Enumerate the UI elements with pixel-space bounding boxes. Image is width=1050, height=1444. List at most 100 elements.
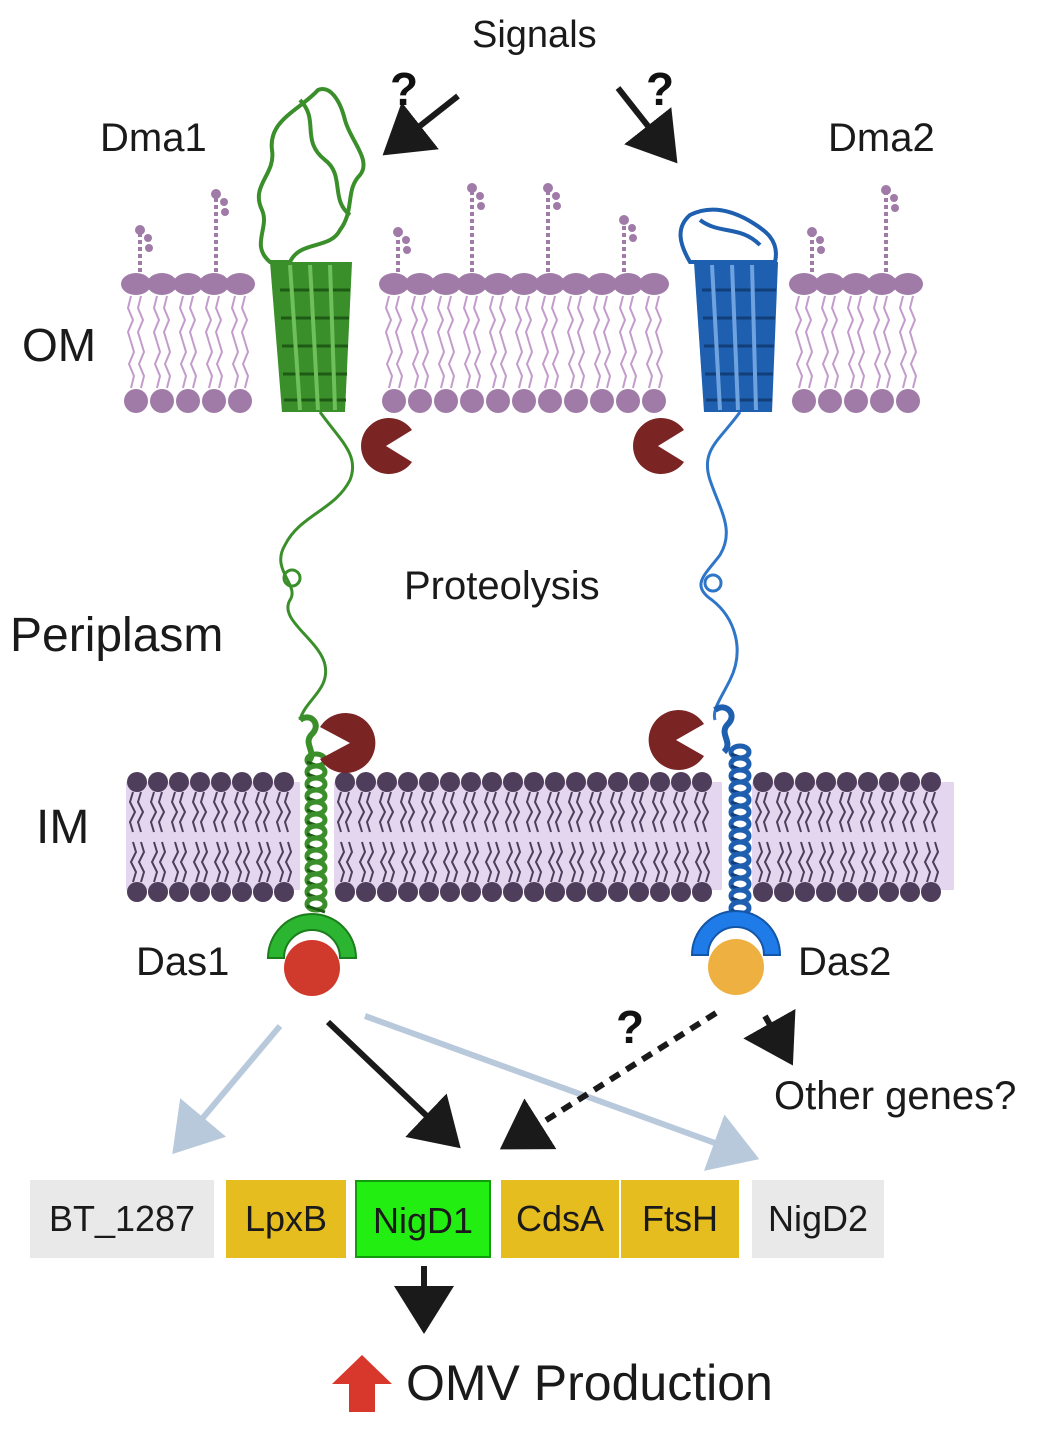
om-lipid-head bbox=[538, 389, 562, 413]
dma2-label: Dma2 bbox=[828, 116, 935, 160]
im-lipid-tail bbox=[399, 791, 408, 833]
lps-sugar bbox=[402, 236, 410, 244]
om-lipid-tail bbox=[856, 295, 865, 343]
im-lipid-tail bbox=[220, 791, 229, 833]
im-lipid-tail bbox=[901, 791, 910, 833]
im-lipid-tail bbox=[609, 791, 618, 833]
im-lipid-tail bbox=[483, 791, 492, 833]
im-lipid-tail bbox=[428, 791, 437, 833]
lps-sugar bbox=[144, 234, 152, 242]
im-lipid-head bbox=[232, 772, 252, 792]
im-label: IM bbox=[36, 801, 90, 854]
im-lipid-head bbox=[795, 882, 815, 902]
lps-sugar bbox=[135, 225, 145, 235]
helix-turn bbox=[306, 904, 326, 914]
om-lipid-tail bbox=[619, 341, 628, 389]
im-lipid-tail bbox=[491, 791, 500, 833]
im-lipid-tail bbox=[471, 841, 480, 883]
om-lipid-head bbox=[457, 273, 487, 295]
im-lipid-head bbox=[335, 772, 355, 792]
om-lipid-head bbox=[587, 273, 617, 295]
lps-sugar bbox=[145, 244, 153, 252]
om-lipid-tail bbox=[188, 295, 197, 343]
lps-sugar bbox=[552, 192, 560, 200]
lps-sugar bbox=[393, 227, 403, 237]
im-lipid-tail bbox=[596, 791, 605, 833]
om-lipid-tail bbox=[576, 295, 585, 343]
im-lipid-tail bbox=[680, 791, 689, 833]
im-lipid-head bbox=[753, 882, 773, 902]
im-lipid-head bbox=[169, 772, 189, 792]
om-lipid-tail bbox=[136, 295, 145, 343]
im-lipid-tail bbox=[241, 791, 250, 833]
om-lipid-tail bbox=[153, 341, 162, 389]
om-lipid-tail bbox=[909, 341, 918, 389]
om-lipid-tail bbox=[205, 341, 214, 389]
om-lipid-tail bbox=[872, 295, 881, 343]
im-lipid-tail bbox=[589, 841, 598, 883]
om-lipid-tail bbox=[437, 341, 446, 389]
im-lipid-tail bbox=[846, 791, 855, 833]
im-lipid-head bbox=[356, 882, 376, 902]
om-lipid-head bbox=[121, 273, 151, 295]
im-lipid-tail bbox=[504, 791, 513, 833]
im-lipid-head bbox=[419, 772, 439, 792]
im-lipid-tail bbox=[797, 841, 806, 883]
im-lipid-head bbox=[398, 882, 418, 902]
om-lipid-head bbox=[124, 389, 148, 413]
im-lipid-tail bbox=[400, 841, 409, 883]
protease-im-left bbox=[320, 713, 376, 774]
om-lipid-tail bbox=[655, 341, 664, 389]
om-lipid-head bbox=[199, 273, 229, 295]
im-lipid-tail bbox=[755, 841, 764, 883]
om-lipid-tail bbox=[488, 295, 497, 343]
om-lipid-tail bbox=[593, 341, 602, 389]
im-lipid-tail bbox=[192, 841, 201, 883]
om-lipid-tail bbox=[821, 341, 830, 389]
im-lipid-tail bbox=[484, 841, 493, 883]
im-lipid-head bbox=[650, 882, 670, 902]
im-lipid-tail bbox=[838, 791, 847, 833]
im-lipid-tail bbox=[922, 791, 931, 833]
im-lipid-head bbox=[566, 772, 586, 792]
im-lipid-tail bbox=[701, 791, 710, 833]
im-lipid-tail bbox=[157, 791, 166, 833]
om-lipid-head bbox=[382, 389, 406, 413]
lps-sugar bbox=[543, 183, 553, 193]
om-lipid-tail bbox=[525, 341, 534, 389]
om-lipid-tail bbox=[152, 295, 161, 343]
im-lipid-head bbox=[503, 772, 523, 792]
im-lipid-tail bbox=[233, 791, 242, 833]
im-lipid-head bbox=[921, 772, 941, 792]
om-lipid-tail bbox=[805, 341, 814, 389]
om-lipid-head bbox=[616, 389, 640, 413]
im-lipid-tail bbox=[860, 841, 869, 883]
im-lipid-tail bbox=[889, 841, 898, 883]
omv-production-label: OMV Production bbox=[406, 1355, 773, 1411]
im-lipid-tail bbox=[694, 841, 703, 883]
gene-nigd2: NigD2 bbox=[752, 1180, 884, 1258]
om-lipid-tail bbox=[241, 341, 250, 389]
im-lipid-head bbox=[900, 882, 920, 902]
om-lipid-tail bbox=[137, 341, 146, 389]
om-lipid-tail bbox=[446, 295, 455, 343]
om-lipid-tail bbox=[899, 341, 908, 389]
om-lipid-head bbox=[202, 389, 226, 413]
im-lipid-tail bbox=[784, 841, 793, 883]
gene-cdsa: CdsA bbox=[501, 1180, 619, 1258]
om-lipid-head bbox=[431, 273, 461, 295]
im-lipid-head bbox=[232, 882, 252, 902]
arrow-das1-to-nigd2 bbox=[363, 1013, 760, 1171]
om-lipid-tail bbox=[618, 295, 627, 343]
im-lipid-head bbox=[253, 772, 273, 792]
om-lipid-head bbox=[379, 273, 409, 295]
im-lipid-head bbox=[148, 882, 168, 902]
im-lipid-tail bbox=[149, 791, 158, 833]
om-lipid-tail bbox=[524, 295, 533, 343]
om-lipid-tail bbox=[566, 295, 575, 343]
om-lipid-head bbox=[225, 273, 255, 295]
om-lipid-tail bbox=[602, 295, 611, 343]
im-lipid-head bbox=[398, 772, 418, 792]
im-lipid-tail bbox=[546, 791, 555, 833]
